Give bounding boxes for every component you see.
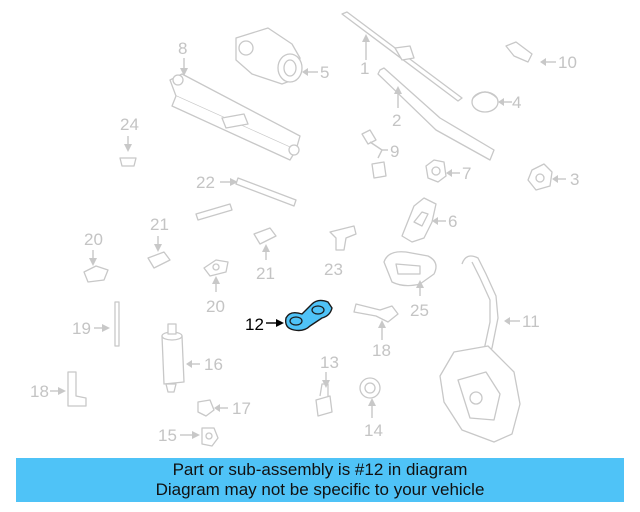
part-number-17: 17	[232, 399, 251, 418]
part-13-fitting: 13	[315, 353, 339, 417]
part-number-21-right: 21	[256, 264, 275, 283]
part-10-clip: 10	[505, 41, 577, 72]
part-number-4: 4	[512, 93, 521, 112]
part-number-8: 8	[178, 39, 187, 58]
part-number-9: 9	[390, 142, 399, 161]
part-9-bolts: 9	[361, 129, 399, 179]
part-number-1: 1	[360, 59, 369, 78]
part-4-cap: 4	[471, 91, 521, 113]
part-2-wiper-arm: 2	[377, 67, 495, 161]
part-14-grommet: 14	[359, 377, 383, 440]
part-7-grommet: 7	[425, 159, 471, 183]
part-15-grommet: 15	[158, 426, 219, 447]
part-17-grommet: 17	[197, 399, 251, 418]
part-number-12: 12	[245, 315, 264, 334]
diagram-caption: Part or sub-assembly is #12 in diagram D…	[16, 458, 624, 502]
part-number-7: 7	[462, 164, 471, 183]
part-number-18-right: 18	[372, 341, 391, 360]
part-number-23: 23	[324, 260, 343, 279]
part-24-pin: 24	[119, 115, 139, 167]
part-25-hose-clamp: 25	[383, 251, 437, 320]
part-6-bracket: 6	[401, 197, 457, 243]
part-18-elbow-right: 18	[353, 303, 399, 360]
part-21-connector-right: 21	[253, 227, 277, 283]
part-19-hose: 19	[72, 301, 120, 347]
part-number-10: 10	[558, 53, 577, 72]
part-number-3: 3	[570, 170, 579, 189]
part-number-19: 19	[72, 319, 91, 338]
part-8-wiper-linkage: 8	[169, 39, 301, 161]
part-12-highlighted: 12	[245, 299, 333, 334]
part-number-20-center: 20	[206, 297, 225, 316]
caption-line-2: Diagram may not be specific to your vehi…	[155, 480, 485, 499]
parts-diagram: 1 2 3 4 5 6 7	[30, 11, 579, 447]
part-22-washer-hose: 22	[195, 173, 297, 221]
part-11-washer-reservoir: 11	[439, 255, 540, 443]
part-23-tee-fitting: 23	[324, 225, 357, 279]
part-20-nozzle-left: 20	[83, 230, 109, 283]
part-number-6: 6	[448, 212, 457, 231]
part-5-wiper-motor: 5	[235, 27, 329, 85]
part-number-20-left: 20	[84, 230, 103, 249]
part-number-25: 25	[410, 301, 429, 320]
part-number-13: 13	[320, 353, 339, 372]
part-12-shape	[284, 299, 333, 332]
part-number-14: 14	[364, 421, 383, 440]
part-number-15: 15	[158, 426, 177, 445]
part-number-22: 22	[196, 173, 215, 192]
part-21-connector-left: 21	[147, 215, 171, 269]
part-number-24: 24	[120, 115, 139, 134]
part-number-16: 16	[204, 355, 223, 374]
part-number-21-left: 21	[150, 215, 169, 234]
caption-line-1: Part or sub-assembly is #12 in diagram	[172, 460, 468, 479]
part-number-2: 2	[392, 111, 401, 130]
part-1-wiper-blade: 1	[341, 11, 463, 102]
part-20-nozzle-center: 20	[203, 259, 229, 316]
part-number-11: 11	[522, 312, 540, 331]
part-16-washer-pump: 16	[161, 323, 223, 393]
part-18-nozzle-left: 18	[30, 371, 87, 407]
part-3-nut: 3	[527, 163, 579, 191]
part-number-18-left: 18	[30, 382, 49, 401]
part-number-5: 5	[320, 63, 329, 82]
